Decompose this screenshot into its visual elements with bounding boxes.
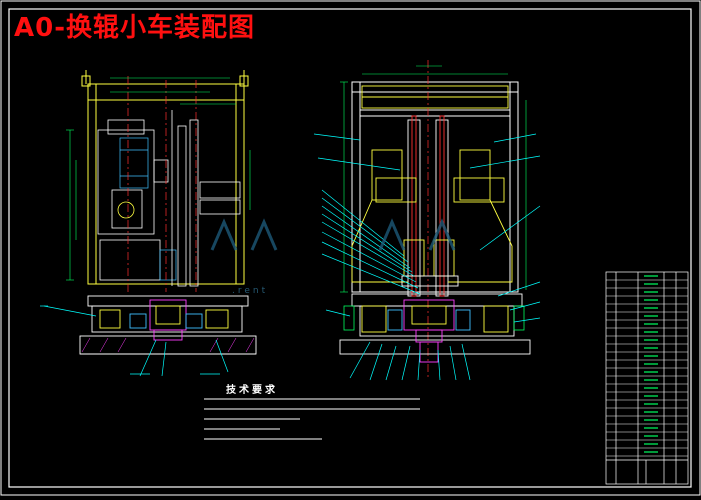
left-base-hatch [81,337,255,353]
right-wheel-gearing [361,299,509,363]
left-motor-detail [119,137,177,281]
left-rails [171,110,241,287]
right-side-brackets [351,149,513,283]
right-frame-outline [351,81,519,293]
right-housing-cover [361,85,509,109]
left-side-view [40,70,257,377]
watermark-text: .rent [232,286,269,296]
drawing-title: A0-换辊小车装配图 [14,13,256,43]
left-frame-outline [81,70,249,285]
right-vertical-rams [407,115,449,297]
tech-requirements-heading: 技术要求 [226,385,278,396]
left-centerlines [127,76,197,292]
left-dimensions [66,77,251,281]
left-wheel-assembly [99,299,229,341]
parts-list-cell-marks [644,275,658,453]
right-front-view [313,60,541,381]
left-motor-block [97,119,169,281]
parts-list-rows [606,279,688,457]
right-side-flanges [343,305,525,331]
title-block [606,459,688,484]
watermark-figures [210,218,456,251]
right-leader-lines [313,133,541,381]
tech-requirements-lines [204,398,420,440]
right-dimensions [340,65,527,293]
left-carriage-base [79,295,257,355]
left-leader-lines [40,305,229,377]
parts-list-table [605,271,689,485]
